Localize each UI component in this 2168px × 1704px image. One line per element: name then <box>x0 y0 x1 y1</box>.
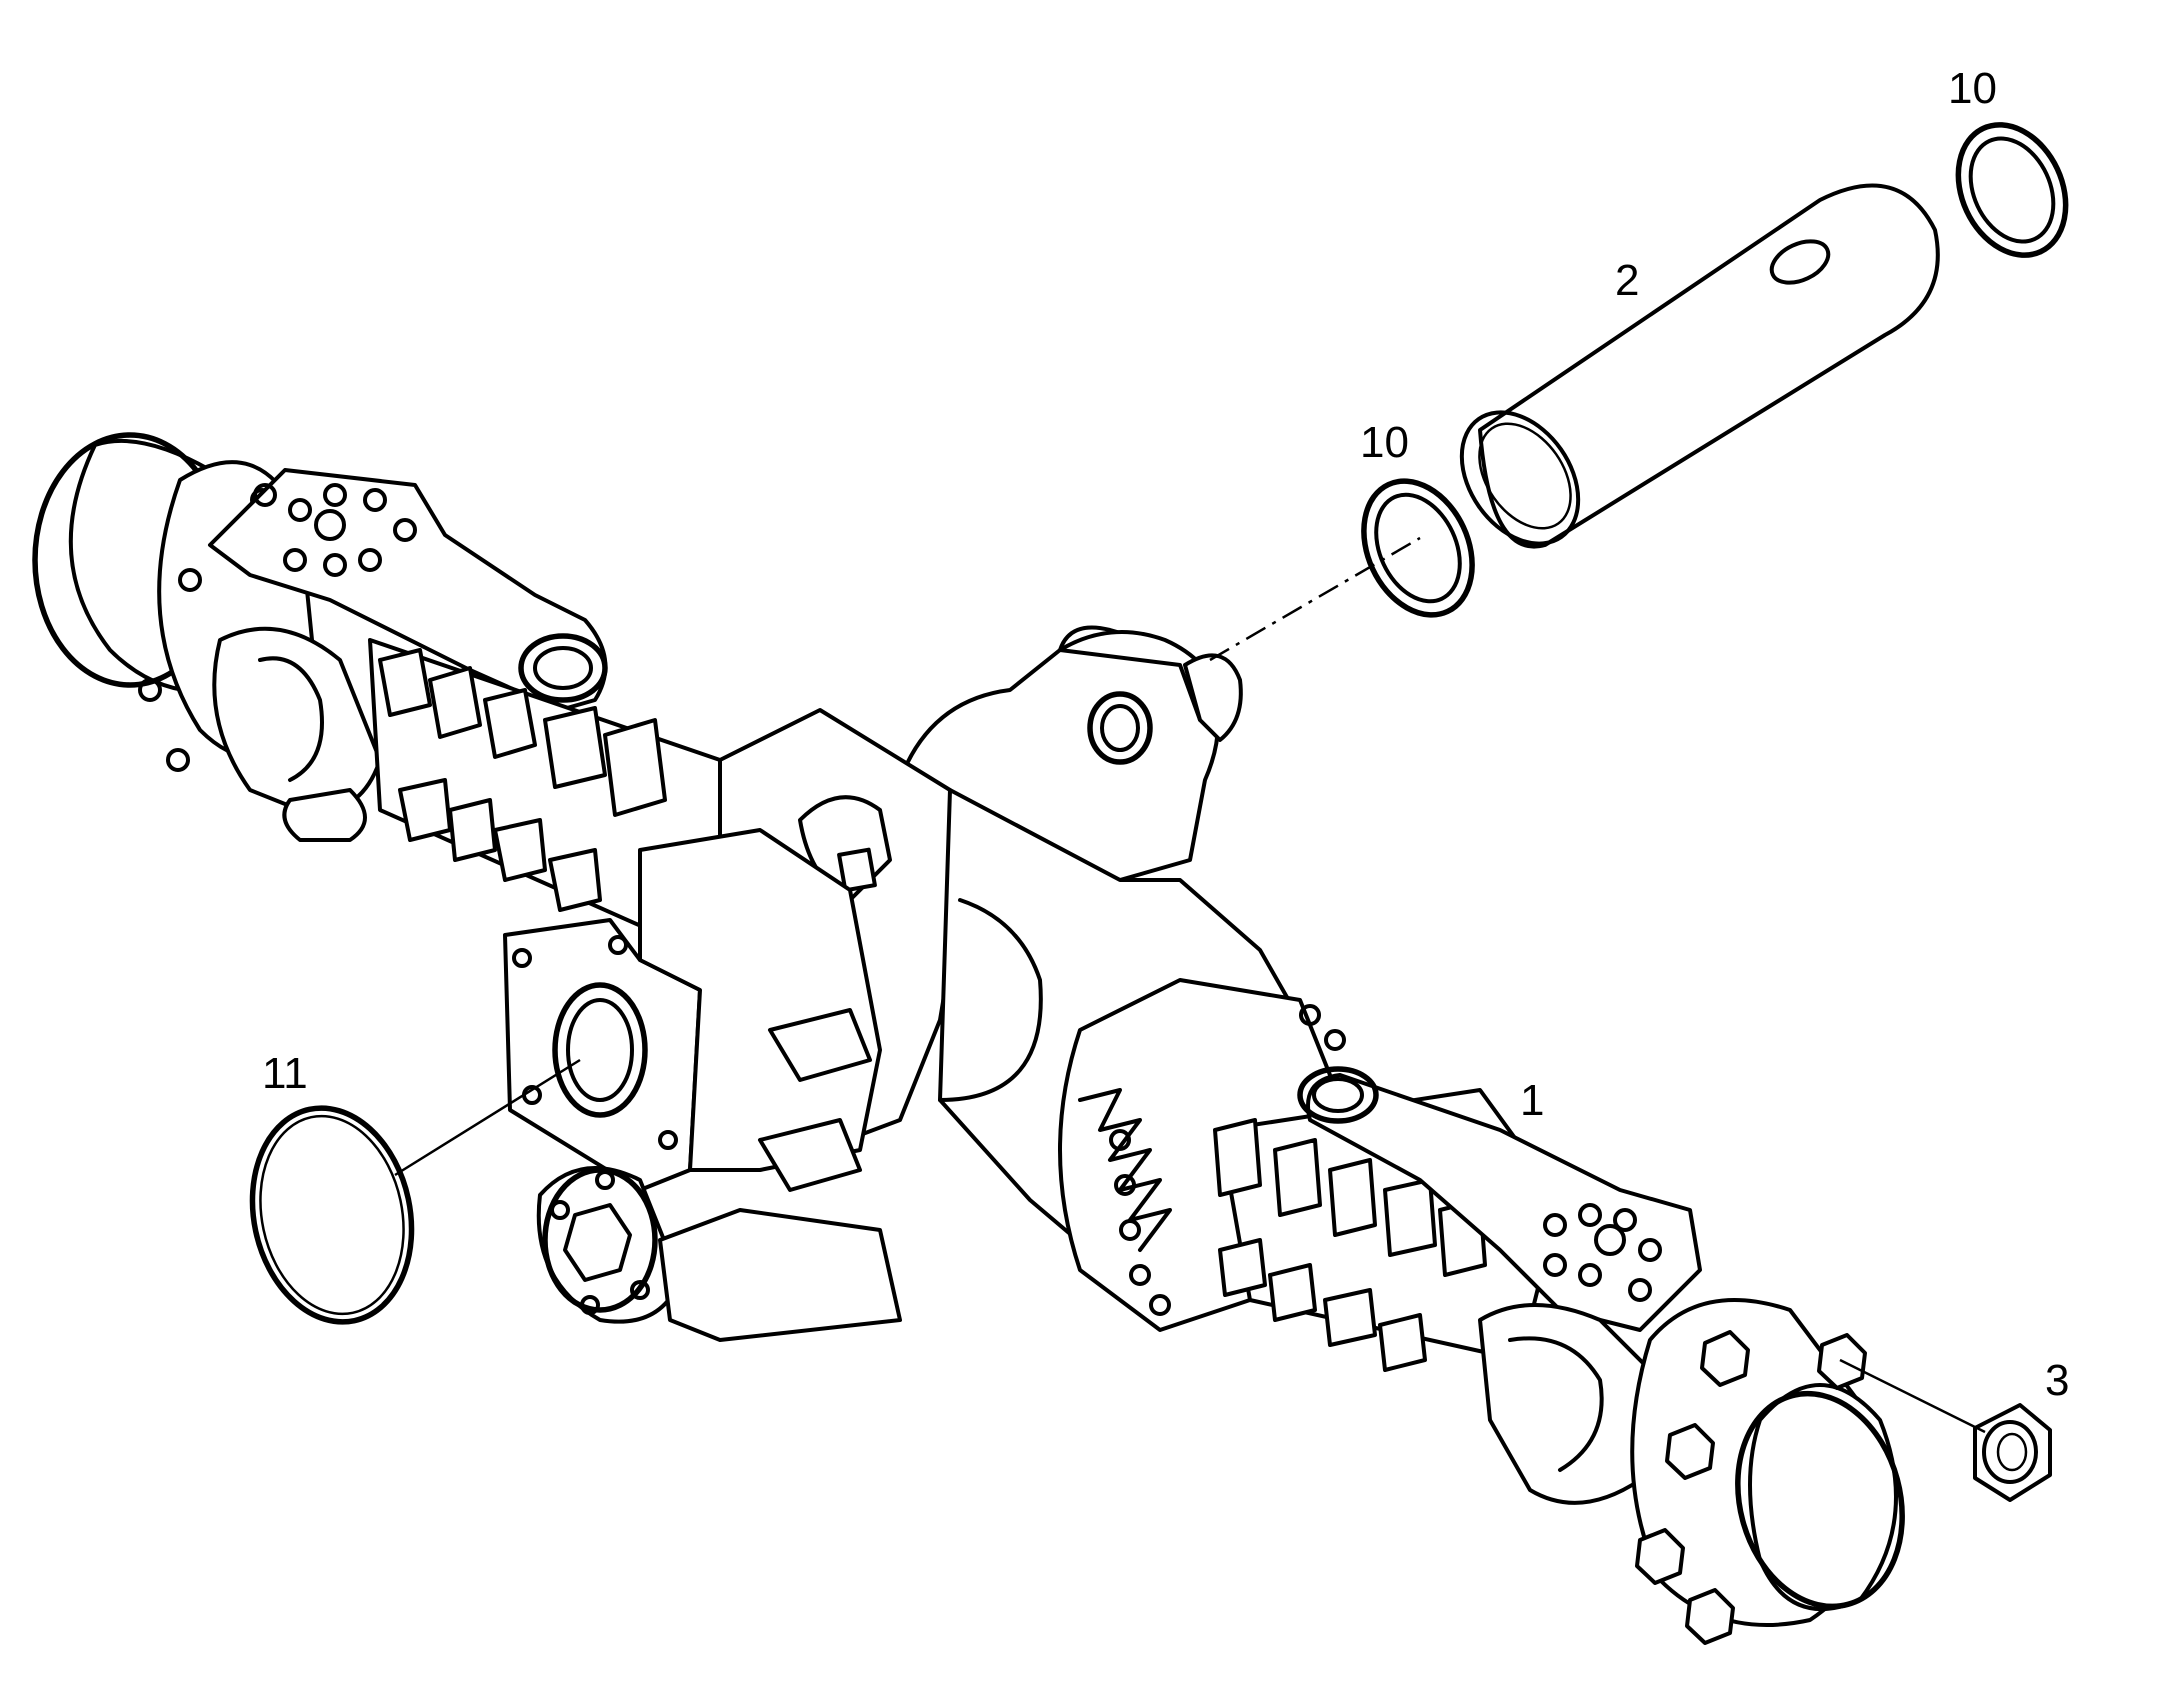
callout-1: 1 <box>1520 1076 1544 1125</box>
callout-2: 2 <box>1615 256 1639 305</box>
o-ring-part-11 <box>249 1105 415 1325</box>
seal-ring-part-10-lower <box>1361 478 1475 618</box>
pin-sleeve-part-2 <box>1459 183 1940 549</box>
leader-part-3 <box>1839 1358 1986 1434</box>
left-knuckle <box>212 626 382 842</box>
drive-flange <box>536 1166 902 1342</box>
callout-10-upper: 10 <box>1948 64 1997 113</box>
nut-part-3 <box>1973 1403 2052 1502</box>
callout-10-lower: 10 <box>1360 418 1409 467</box>
right-wheel-hub <box>1630 1298 1905 1645</box>
seal-ring-part-10-upper <box>1955 122 2069 258</box>
input-flange-housing <box>503 828 882 1192</box>
centerline-pin-axis <box>1209 536 1421 662</box>
callout-11: 11 <box>262 1049 308 1098</box>
leader-part-11 <box>394 1058 581 1177</box>
axle-assembly-part-1 <box>32 432 1905 1645</box>
callout-3: 3 <box>2045 1356 2069 1405</box>
